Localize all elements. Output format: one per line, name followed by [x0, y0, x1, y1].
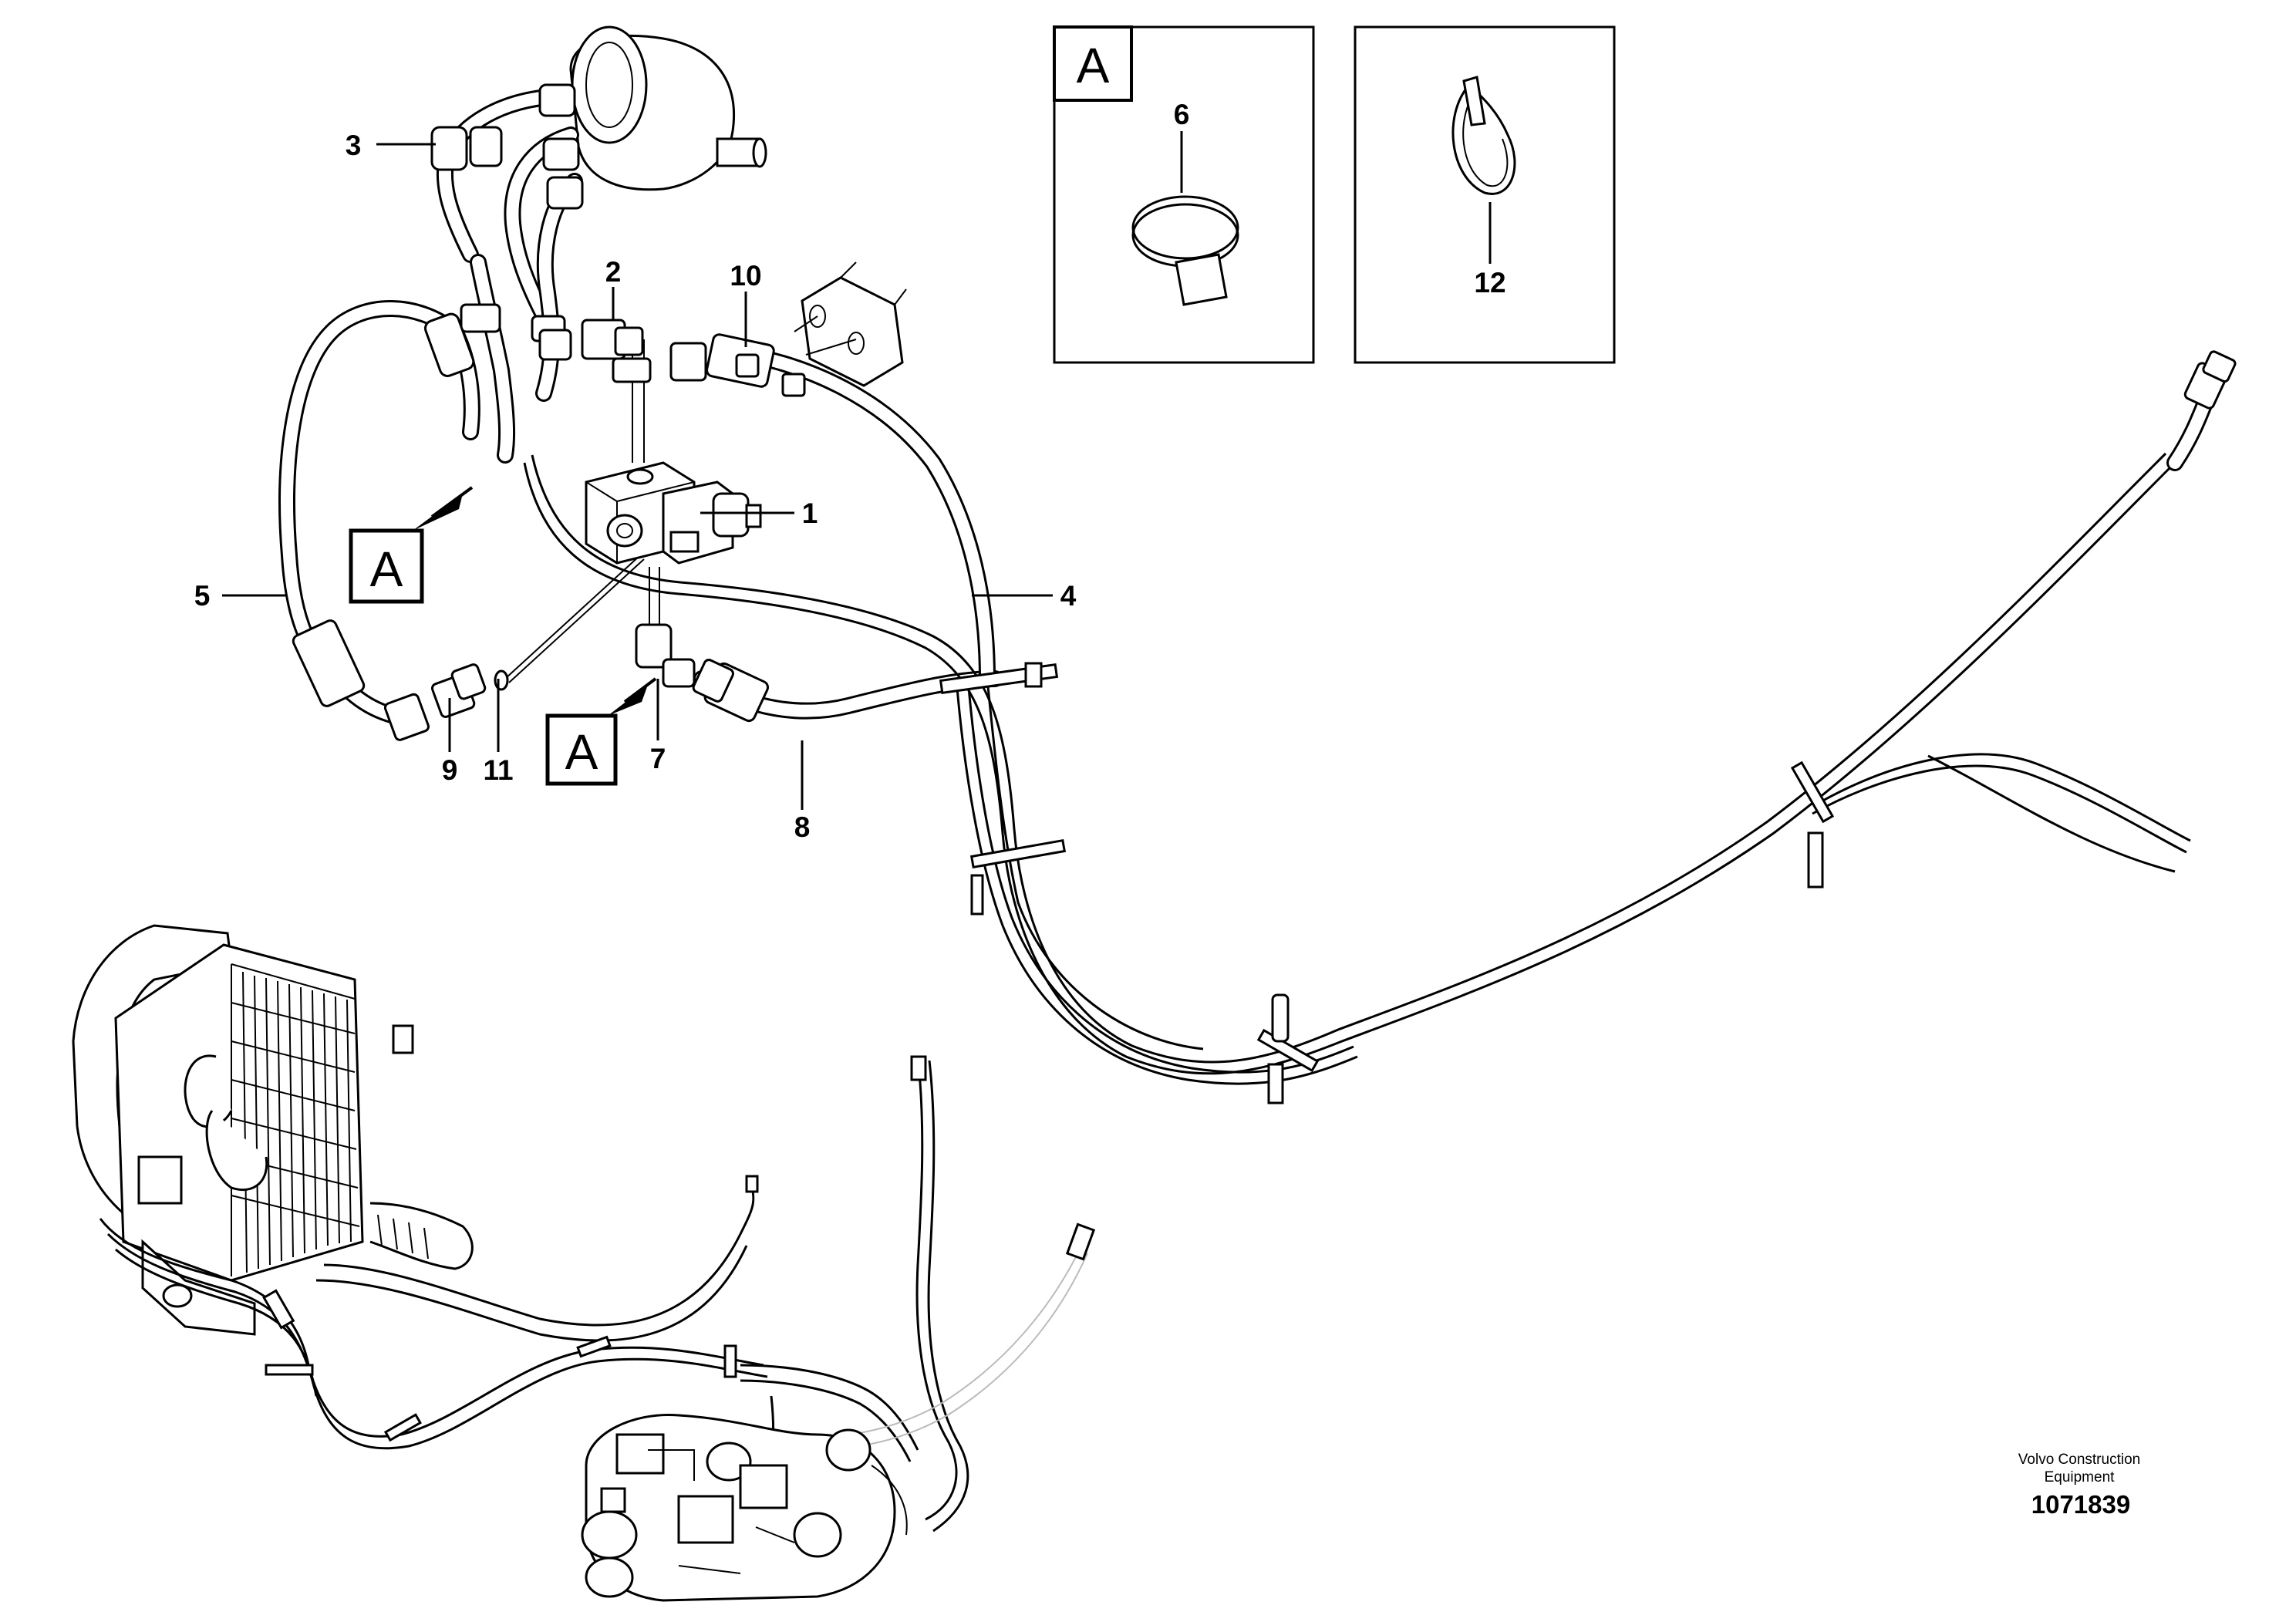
callout-5: 5: [194, 580, 285, 612]
upper-hose-assembly: [278, 25, 2237, 1104]
callout-number: 1: [802, 497, 818, 529]
svg-text:A: A: [565, 724, 598, 780]
callout-number: 7: [650, 743, 666, 774]
callout-3: 3: [346, 130, 436, 161]
pump-unit: [581, 1413, 908, 1602]
view-marker-upper: A: [349, 486, 474, 604]
detail-box-12: [1354, 25, 1616, 364]
callout-10: 10: [730, 260, 762, 347]
callout-number: 4: [1060, 580, 1077, 612]
svg-text:A: A: [370, 541, 403, 597]
callout-2: 2: [605, 256, 622, 320]
callout-number: 10: [730, 260, 761, 292]
callout-4: 4: [972, 580, 1077, 612]
callout-number: 8: [794, 811, 811, 843]
callout-8: 8: [794, 740, 811, 843]
callout-7: 7: [650, 679, 666, 774]
cable-tie-icon: [1451, 76, 1516, 195]
credit-line-1: Volvo Construction: [2018, 1452, 2140, 1468]
document-number: 1071839: [2031, 1490, 2130, 1519]
callout-number: 11: [483, 754, 513, 786]
filter-canister: [569, 25, 767, 191]
credit-line-2: Equipment: [2045, 1469, 2116, 1485]
solenoid-valve: [585, 461, 762, 565]
callout-number: 3: [346, 130, 362, 161]
bundle-clamp: [939, 662, 1835, 1104]
callout-11: 11: [483, 679, 514, 786]
clamp-icon: [1131, 195, 1239, 306]
detail-box-6: A: [1053, 25, 1315, 364]
callout-number: 5: [194, 580, 211, 612]
mounting-plate: [735, 261, 907, 397]
lower-assembly: [72, 924, 1096, 1602]
callout-number: 2: [605, 256, 622, 288]
cooler-unit: [72, 924, 474, 1336]
callout-1: 1: [700, 497, 818, 529]
callout-6: 6: [1174, 99, 1190, 193]
view-marker-lower: A: [545, 677, 657, 786]
callout-9: 9: [442, 698, 458, 786]
callout-number: 6: [1174, 99, 1190, 130]
callout-number: 9: [442, 754, 458, 786]
callout-number: 12: [1474, 267, 1505, 298]
callout-12: 12: [1474, 202, 1506, 298]
detail-box-label: A: [1077, 38, 1110, 93]
